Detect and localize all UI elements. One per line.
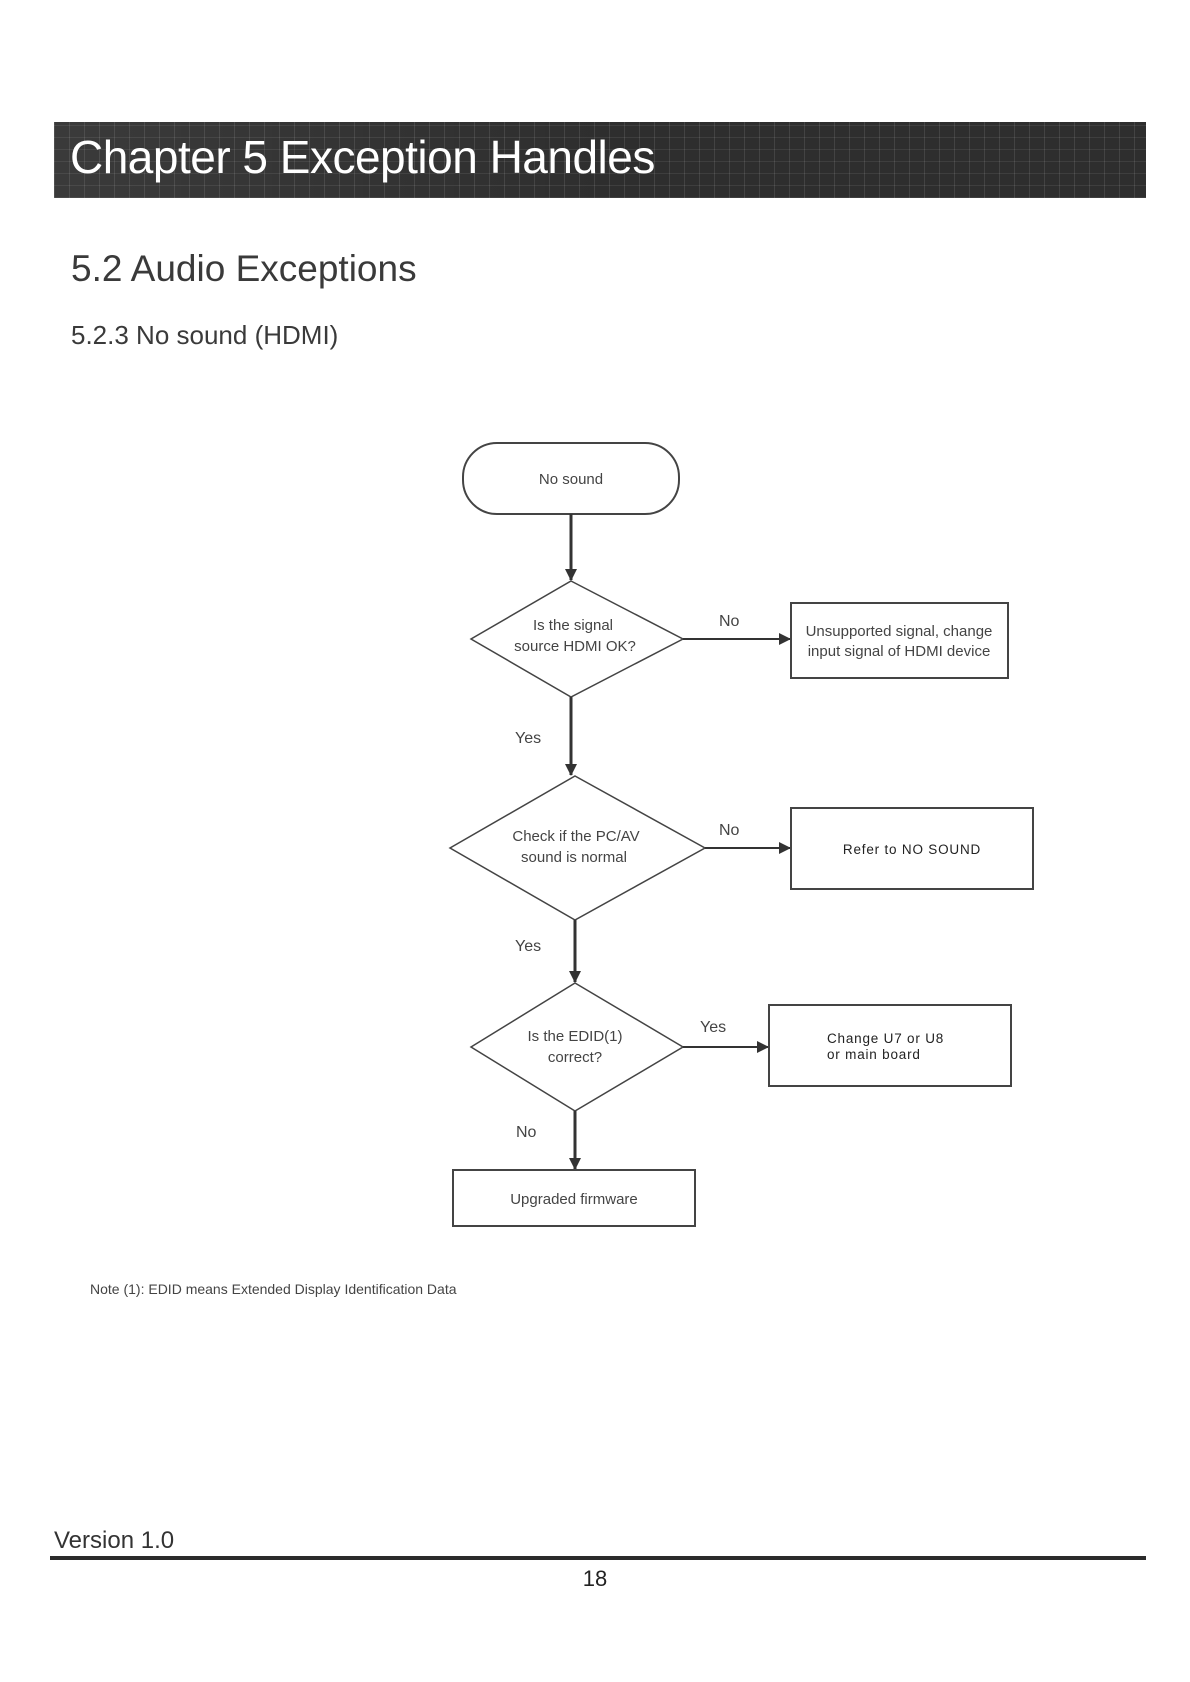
- page-number: 18: [582, 1566, 608, 1591]
- start-node-label: No sound: [539, 471, 603, 488]
- section-title: 5.2 Audio Exceptions: [71, 248, 417, 289]
- subsection-title: 5.2.3 No sound (HDMI): [71, 320, 339, 350]
- banner-highlight: [54, 122, 614, 198]
- result1-line2: input signal of HDMI device: [808, 643, 991, 660]
- result2-label: Refer to NO SOUND: [843, 842, 981, 857]
- start-node: No sound: [462, 442, 680, 515]
- edge-label-decision1-yes: Yes: [515, 730, 541, 747]
- chapter-banner: Chapter 5 Exception Handles: [54, 122, 1146, 198]
- result2-node: Refer to NO SOUND: [790, 807, 1034, 890]
- decision3-node: Is the EDID(1) correct?: [469, 982, 685, 1112]
- edge-label-decision2-yes: Yes: [515, 938, 541, 955]
- result3-node: Change U7 or U8 or main board: [768, 1004, 1012, 1087]
- edge-label-decision2-no: No: [719, 822, 740, 839]
- edge-label-decision3-no: No: [516, 1124, 537, 1141]
- footnote: Note (1): EDID means Extended Display Id…: [90, 1281, 457, 1297]
- decision1-node: Is the signal source HDMI OK?: [469, 580, 685, 698]
- decision2-node: Check if the PC/AV sound is normal: [448, 775, 707, 921]
- edge-label-decision3-yes: Yes: [700, 1019, 726, 1036]
- decision3-line2: correct?: [548, 1049, 602, 1066]
- result3-line2: or main board: [827, 1047, 921, 1062]
- result3-line1: Change U7 or U8: [827, 1031, 944, 1046]
- footer-divider: [50, 1556, 1146, 1560]
- decision2-line1: Check if the PC/AV: [512, 828, 639, 845]
- chapter-title: Chapter 5 Exception Handles: [70, 131, 655, 183]
- decision1-line2: source HDMI OK?: [514, 638, 636, 655]
- end-node: Upgraded firmware: [452, 1169, 696, 1227]
- end-node-label: Upgraded firmware: [510, 1191, 638, 1208]
- decision1-line1: Is the signal: [533, 617, 613, 634]
- decision3-line1: Is the EDID(1): [527, 1028, 622, 1045]
- result1-node: Unsupported signal, change input signal …: [790, 602, 1009, 679]
- decision2-line2: sound is normal: [521, 849, 627, 866]
- edge-label-decision1-no: No: [719, 613, 740, 630]
- result1-line1: Unsupported signal, change: [806, 623, 993, 640]
- version-label: Version 1.0: [54, 1527, 175, 1554]
